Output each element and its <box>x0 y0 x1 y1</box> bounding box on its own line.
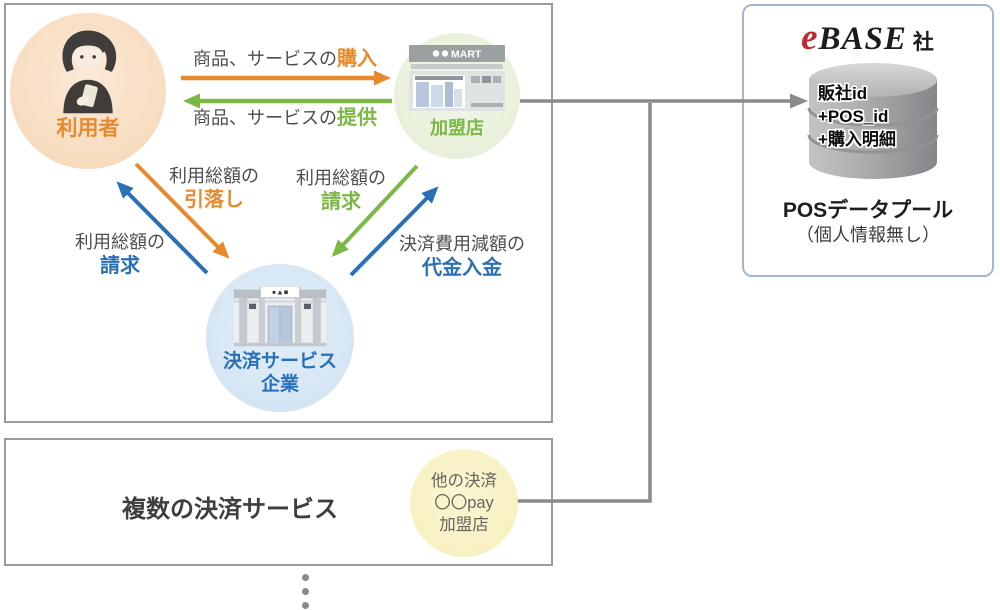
user-label: 利用者 <box>56 117 120 140</box>
payment-company-label: 決済サービス 企業 <box>223 350 337 396</box>
pos-data-pool-title: POSデータプール <box>782 199 954 222</box>
db-line-pos-id: +POS_id <box>818 107 889 126</box>
database-cylinder-icon <box>807 63 939 179</box>
mart-sign-text: MART <box>451 49 482 61</box>
other-pay-node: 他の決済 〇〇pay 加盟店 <box>410 449 518 557</box>
provide-arrow-label: 商品、サービスの提供 <box>193 107 377 129</box>
ellipsis-dot <box>302 574 309 581</box>
office-building-icon: ●▲■ <box>233 286 327 347</box>
db-line-purchase-detail: +購入明細 <box>818 130 896 149</box>
storefront-icon: MART <box>409 45 505 111</box>
ellipsis-dot <box>302 588 309 595</box>
database-contents: 販社id +POS_id +購入明細 <box>818 82 896 151</box>
mart-sign-dot <box>432 50 440 57</box>
payment-company-label-line1: 決済サービス <box>222 351 337 372</box>
bill-merchant-arrow-label: 利用総額の 請求 <box>296 168 386 213</box>
other-pay-label: 他の決済 〇〇pay 加盟店 <box>431 470 497 536</box>
other-pay-line1: 他の決済 <box>431 472 497 490</box>
person-with-smartphone-icon <box>62 30 117 114</box>
merchant-label: 加盟店 <box>430 118 484 138</box>
db-line-hansha-id: 販社id <box>818 84 868 103</box>
payment-company-node: ●▲■ 決済サービス 企業 <box>206 264 354 412</box>
proceeds-arrow-label: 決済費用減額の 代金入金 <box>399 234 525 279</box>
bill-user-arrow-label: 利用総額の 請求 <box>75 232 165 277</box>
mart-sign-dot <box>441 50 449 57</box>
payment-company-label-line2: 企業 <box>260 374 299 395</box>
ebase-logo-e: e <box>801 17 819 58</box>
other-pay-line3: 加盟店 <box>439 516 489 534</box>
ellipsis-dot <box>302 602 309 609</box>
building-sign-text: ●▲■ <box>272 287 289 296</box>
merchant-node: MART 加盟店 <box>394 33 520 159</box>
user-node: 利用者 <box>10 13 166 169</box>
ebase-logo-rest: BASE <box>818 21 907 57</box>
services-box-title: 複数の決済サービス <box>122 496 338 523</box>
purchase-arrow-label: 商品、サービスの購入 <box>193 48 377 70</box>
ebase-logo-suffix: 社 <box>912 31 935 54</box>
withdraw-arrow-label: 利用総額の 引落し <box>169 166 259 211</box>
pos-data-pool-subtitle: （個人情報無し） <box>796 225 940 245</box>
other-pay-line2: 〇〇pay <box>434 494 494 512</box>
